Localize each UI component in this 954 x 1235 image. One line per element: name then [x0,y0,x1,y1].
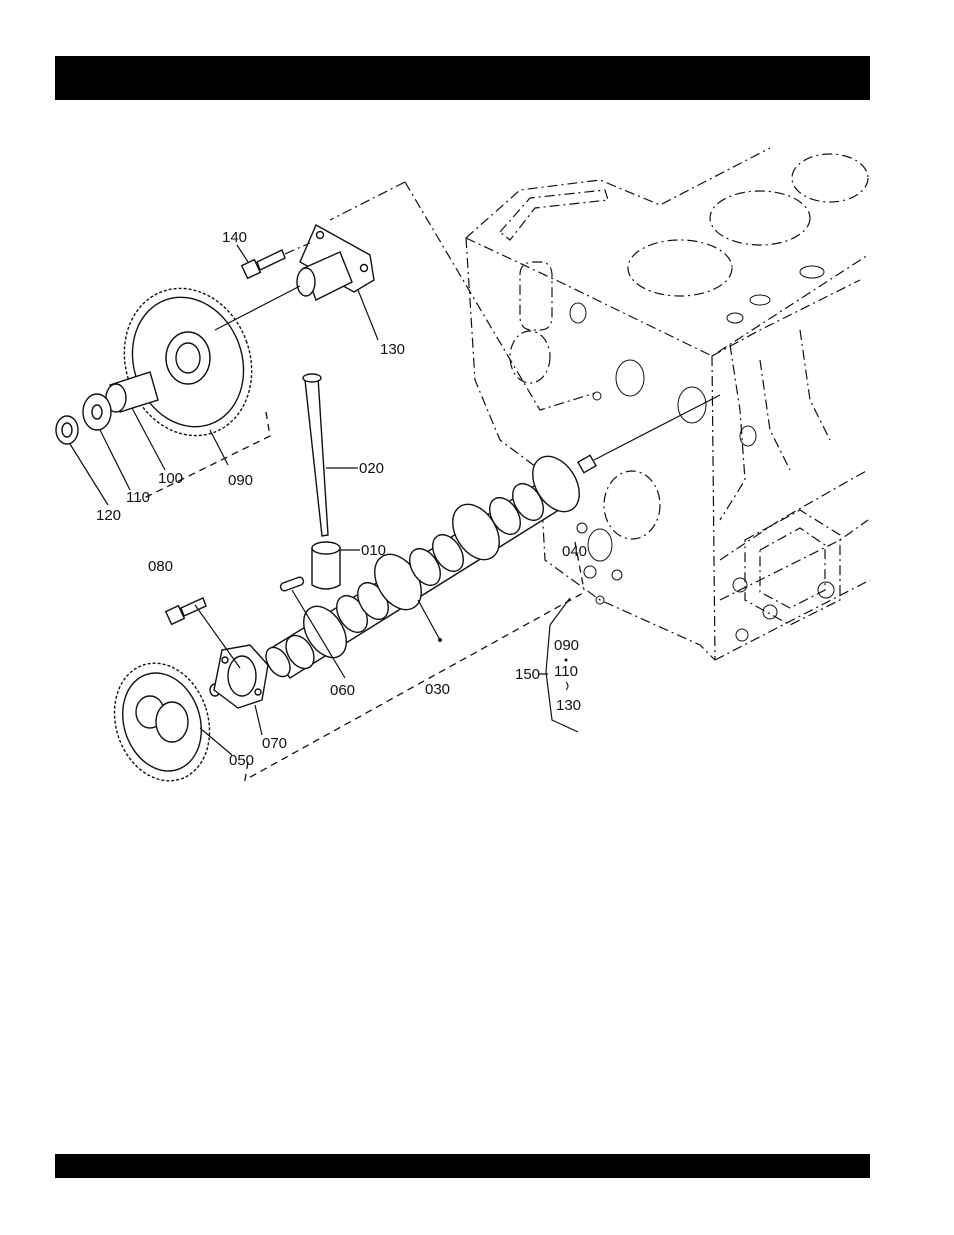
kit-label-150: 150 [515,666,540,683]
label-040: 040 [562,543,587,560]
thrust-plate [214,645,268,708]
cam-gear [100,651,225,794]
label-030: 030 [425,681,450,698]
label-100: 100 [158,470,183,487]
camshaft [261,448,589,681]
engine-block [466,148,870,660]
kit-item-090: 090 [554,637,579,654]
idle-gear [104,270,272,453]
label-050: 050 [229,752,254,769]
label-070: 070 [262,735,287,752]
tappet [312,542,340,589]
kit-item-110: 110 [554,663,578,680]
label-020: 020 [359,460,384,477]
label-140: 140 [222,229,247,246]
push-rod [303,374,328,536]
kit-item-130: 130 [556,697,581,714]
key-060 [279,576,304,592]
label-120: 120 [96,507,121,524]
snap-ring-120 [56,416,78,444]
collar-110 [83,394,111,430]
label-090: 090 [228,472,253,489]
label-130: 130 [380,341,405,358]
label-080: 080 [148,558,173,575]
label-060: 060 [330,682,355,699]
label-010: 010 [361,542,386,559]
label-110: 110 [126,489,150,506]
bolt-040 [578,395,720,473]
